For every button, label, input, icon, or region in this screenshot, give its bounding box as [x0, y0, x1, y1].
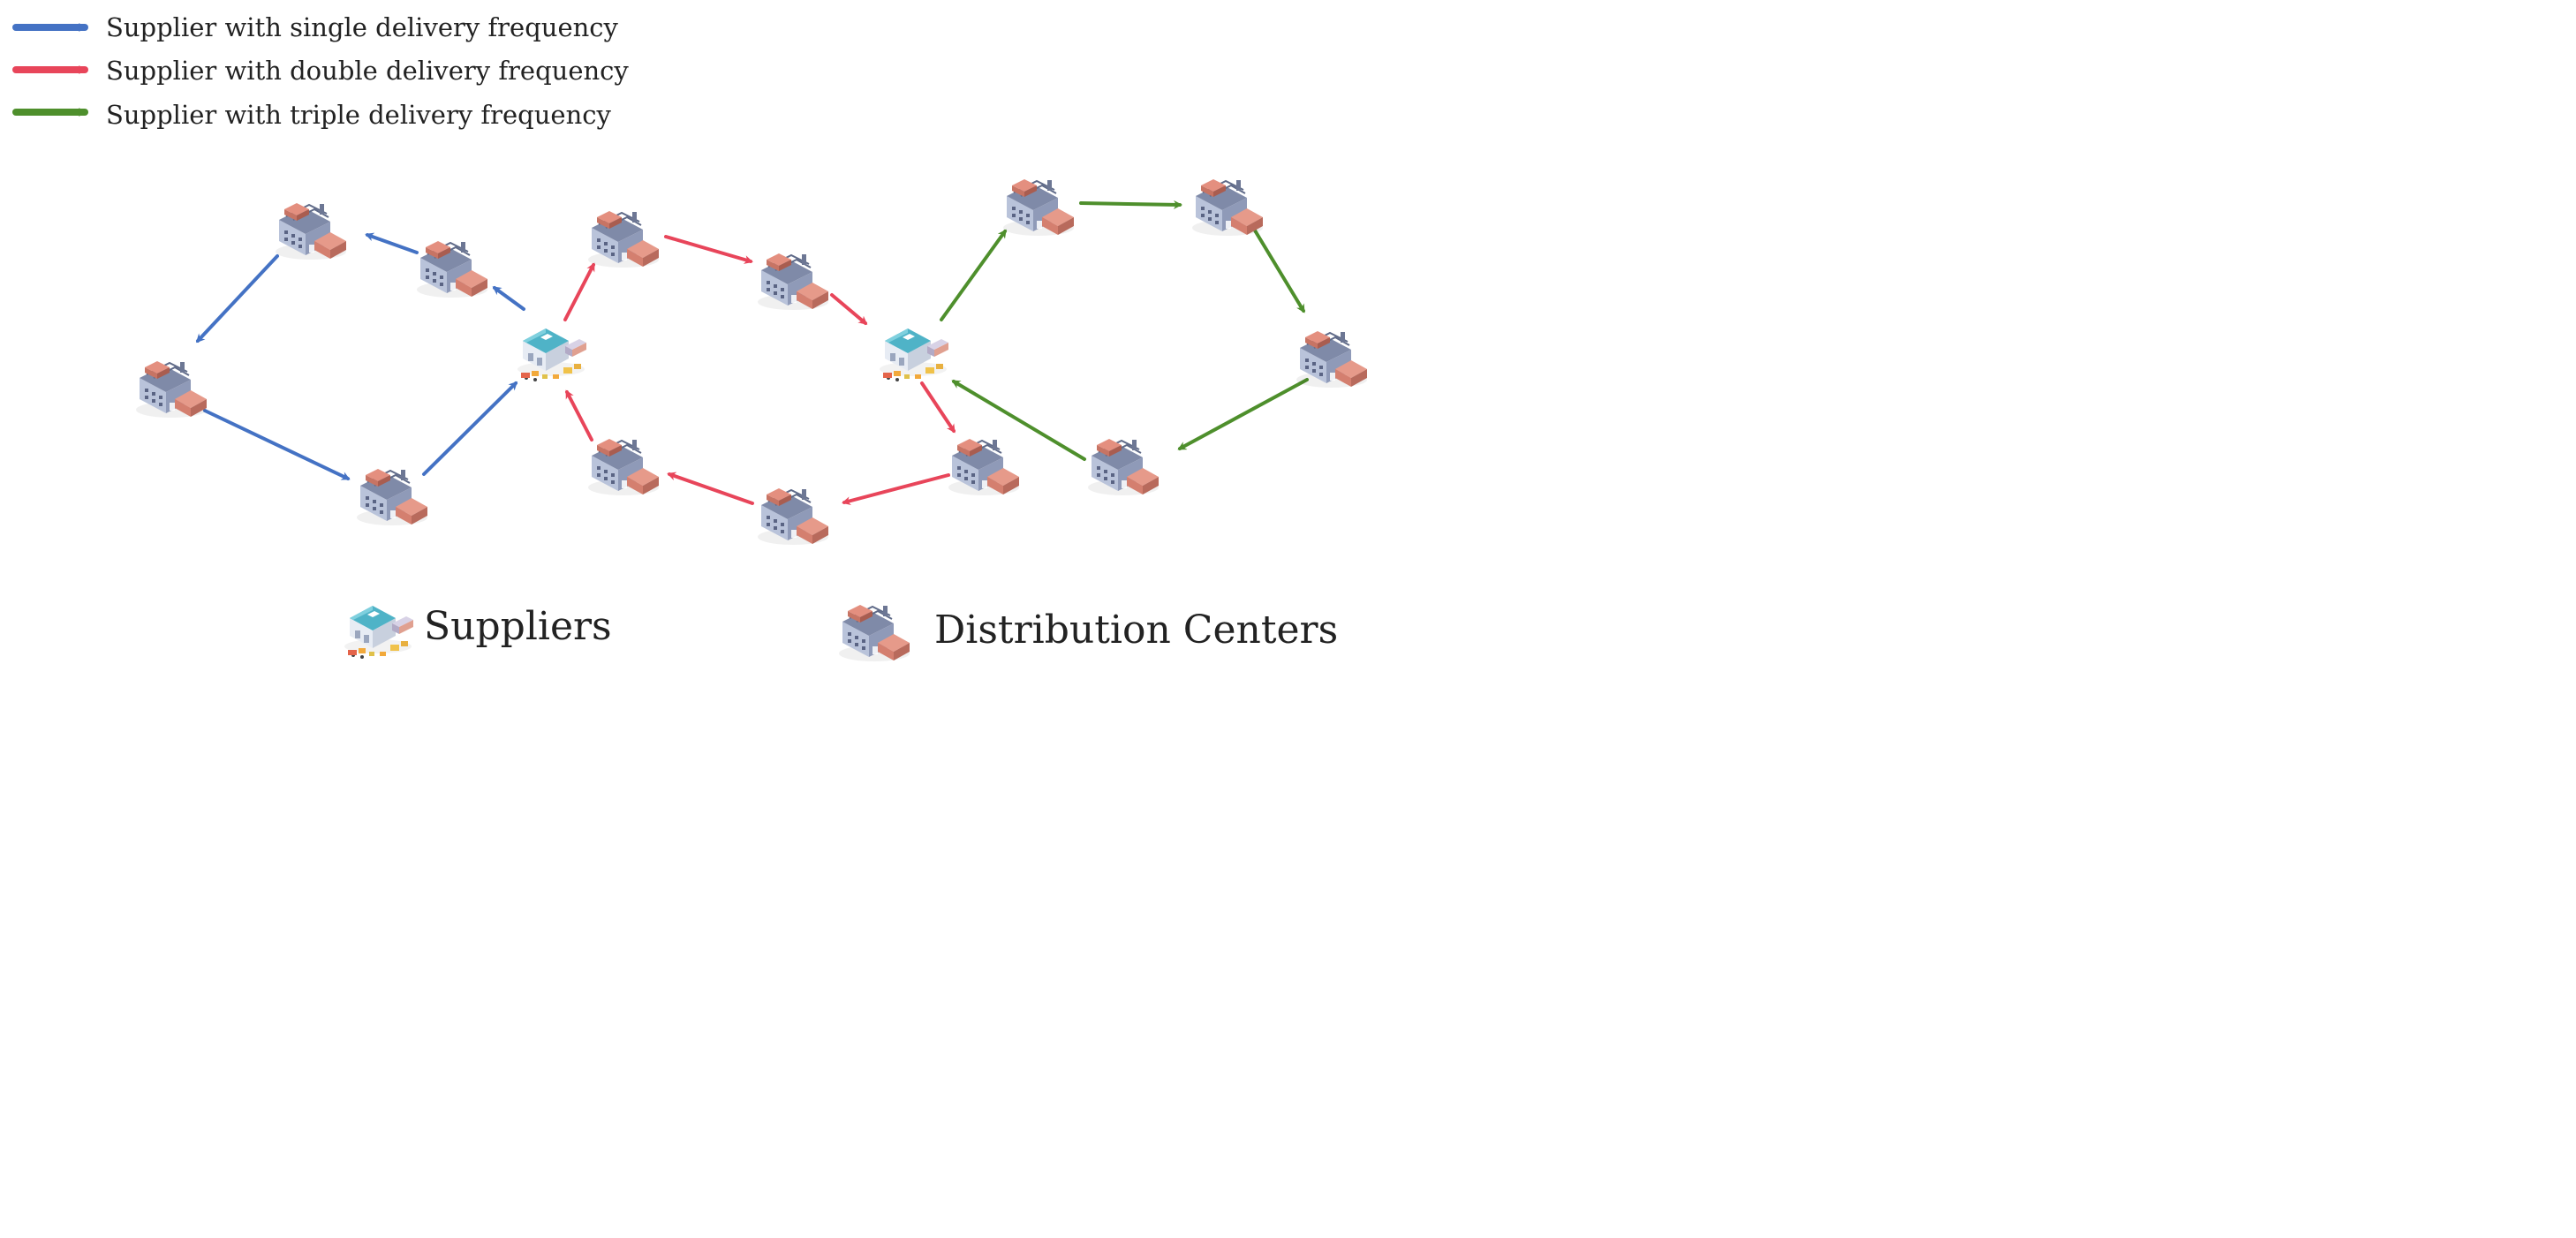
distribution-center-icon: [757, 253, 829, 311]
route-arrow: [492, 286, 525, 311]
supplier-warehouse-icon: [344, 606, 413, 659]
route-arrow: [830, 293, 868, 325]
single-frequency-route: [195, 232, 525, 480]
distribution-center-icon: [1087, 438, 1160, 496]
legend-item-double: Supplier with double delivery frequency: [12, 56, 629, 86]
distribution-center-icon: [757, 487, 829, 546]
distribution-centers: [135, 178, 1368, 546]
route-arrow: [203, 409, 351, 480]
distribution-center-icon: [587, 210, 660, 268]
distribution-center-icon: [948, 438, 1020, 496]
route-arrow: [365, 232, 419, 254]
delivery-network-diagram: Supplier with single delivery frequency …: [12, 12, 1368, 662]
legend-label-triple: Supplier with triple delivery frequency: [106, 100, 611, 130]
distribution-center-icon: [135, 360, 208, 419]
route-arrow: [940, 229, 1007, 321]
legend-item-single: Supplier with single delivery frequency: [12, 12, 619, 42]
route-arrow: [842, 473, 950, 506]
distribution-center-icon: [1296, 330, 1368, 389]
distribution-center-icon: [356, 468, 428, 526]
suppliers: [517, 328, 948, 381]
suppliers-label: Suppliers: [424, 604, 612, 649]
route-arrow: [195, 254, 279, 343]
route-arrow: [1177, 378, 1309, 450]
icon-key: Suppliers Distribution Centers: [344, 604, 1338, 662]
supplier-warehouse-icon: [517, 328, 586, 381]
legend: Supplier with single delivery frequency …: [12, 12, 629, 130]
supplier-warehouse-icon: [880, 328, 948, 381]
legend-label-single: Supplier with single delivery frequency: [106, 12, 619, 42]
distribution-center-icon: [838, 604, 910, 662]
route-arrow: [664, 235, 753, 264]
route-arrow: [422, 381, 518, 476]
route-arrow: [920, 381, 956, 434]
route-arrow: [565, 389, 593, 442]
distribution-center-icon: [587, 438, 660, 496]
double-frequency-route: [563, 235, 956, 506]
legend-label-double: Supplier with double delivery frequency: [106, 56, 629, 86]
distribution-center-icon: [1002, 178, 1075, 237]
route-arrow: [1250, 224, 1305, 313]
route-arrow: [951, 380, 1086, 461]
route-arrow: [667, 472, 754, 505]
distribution-centers-label: Distribution Centers: [934, 608, 1338, 653]
legend-item-triple: Supplier with triple delivery frequency: [12, 100, 611, 130]
distribution-center-icon: [416, 240, 488, 298]
triple-frequency-route: [940, 200, 1309, 461]
distribution-center-icon: [275, 202, 347, 260]
distribution-center-icon: [1191, 178, 1264, 237]
route-arrow: [1079, 200, 1182, 209]
route-arrow: [563, 262, 595, 321]
